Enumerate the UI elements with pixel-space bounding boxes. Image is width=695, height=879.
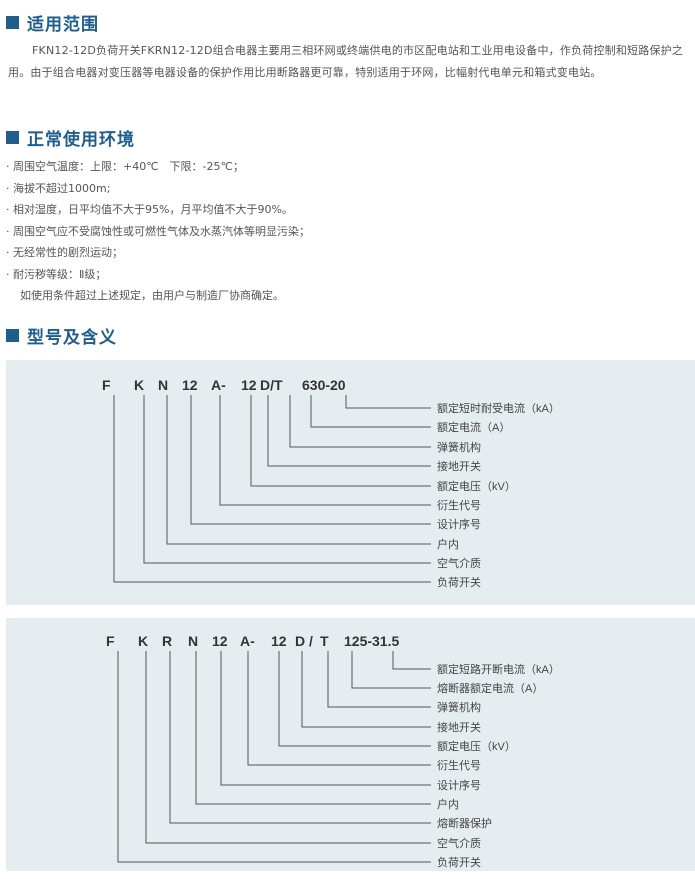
model-code-segment: D [295,633,305,649]
list-item: · 海拔不超过1000m; [6,181,111,195]
leader-line [247,651,431,766]
model-code-segment: 12 [241,377,257,393]
code-meaning-label: 衍生代号 [437,758,481,772]
model-code-segment: / [309,633,313,649]
leader-line [143,395,431,564]
code-meaning-label: 额定电流（A） [437,420,510,434]
code-meaning-label: 设计序号 [437,778,481,792]
list-item: · 周围空气温度：上限：+40℃ 下限：-25℃； [6,160,244,173]
leader-line [327,651,431,708]
code-meaning-label: 额定电压（kV） [437,479,516,493]
leader-line [267,395,431,467]
leader-line [351,651,431,689]
leader-line [195,651,431,805]
leader-line [310,395,431,428]
code-meaning-label: 设计序号 [437,517,481,531]
model-code-segment: 12 [212,633,228,649]
section-title-model: 型号及含义 [6,323,117,348]
code-meaning-label: 负荷开关 [437,575,481,589]
heading-text: 正常使用环境 [27,130,135,150]
model-code-segment: F [102,377,111,393]
code-meaning-label: 额定电压（kV） [437,739,516,753]
leader-line [220,651,431,786]
model-code-segment: 630-20 [302,377,346,393]
code-meaning-label: 空气介质 [437,836,481,850]
leader-line [301,651,431,728]
code-meaning-label: 弹簧机构 [437,440,481,454]
code-meaning-label: 熔断器保护 [437,816,492,830]
code-meaning-label: 接地开关 [437,459,481,473]
heading-text: 适用范围 [27,15,99,35]
model-code-segment: N [188,633,198,649]
model-code-segment: N [158,377,168,393]
leader-line [250,395,431,487]
model-code-segment: 12 [271,633,287,649]
list-item: · 耐污秽等级：Ⅱ级； [6,267,107,281]
leader-line [166,395,431,545]
square-bullet-icon [6,329,19,342]
list-note: 如使用条件超过上述规定，由用户与制造厂协商确定。 [20,289,284,302]
environment-list: · 周围空气温度：上限：+40℃ 下限：-25℃； · 海拔不超过1000m; … [6,156,310,307]
model-code-segment: K [134,377,144,393]
scope-paragraph: FKN12-12D负荷开关FKRN12-12D组合电器主要用三相环网或终端供电的… [8,44,684,79]
leader-line [145,651,431,844]
leader-line [219,395,431,506]
model-code-segment: D/T [260,377,283,393]
code-meaning-label: 额定短路开断电流（kA） [437,662,560,676]
list-item: · 周围空气应不受腐蚀性或可燃性气体及水蒸汽体等明显污染； [6,224,310,238]
square-bullet-icon [6,131,19,144]
model-code-segment: 12 [182,377,198,393]
list-item: · 无经常性的剧烈运动； [6,246,123,259]
model-code-segment: R [162,633,172,649]
leader-line [169,651,431,824]
leader-line [190,395,431,525]
leader-line [345,395,431,409]
model-code-segment: 125-31.5 [344,633,399,649]
leader-line [392,651,431,670]
leader-line [289,395,431,448]
section-title-scope: 适用范围 [6,10,99,35]
model-code-segment: T [320,633,329,649]
model-code-segment: K [138,633,148,649]
leader-line [117,651,431,863]
code-meaning-label: 负荷开关 [437,855,481,869]
code-meaning-label: 空气介质 [437,556,481,570]
model-code-segment: A- [211,377,226,393]
heading-text: 型号及含义 [27,328,117,348]
code-meaning-label: 衍生代号 [437,498,481,512]
model-code-segment: A- [240,633,255,649]
list-item: · 相对湿度，日平均值不大于95%，月平均值不大于90%。 [6,203,293,216]
code-meaning-label: 接地开关 [437,720,481,734]
code-meaning-label: 户内 [437,797,459,811]
leader-line [278,651,431,747]
model-code-segment: F [106,633,115,649]
section-title-environment: 正常使用环境 [6,125,135,150]
leader-line [113,395,431,583]
code-meaning-label: 熔断器额定电流（A） [437,681,543,695]
code-meaning-label: 弹簧机构 [437,700,481,714]
square-bullet-icon [6,16,19,29]
code-meaning-label: 户内 [437,537,459,551]
code-meaning-label: 额定短时耐受电流（kA） [437,401,560,415]
